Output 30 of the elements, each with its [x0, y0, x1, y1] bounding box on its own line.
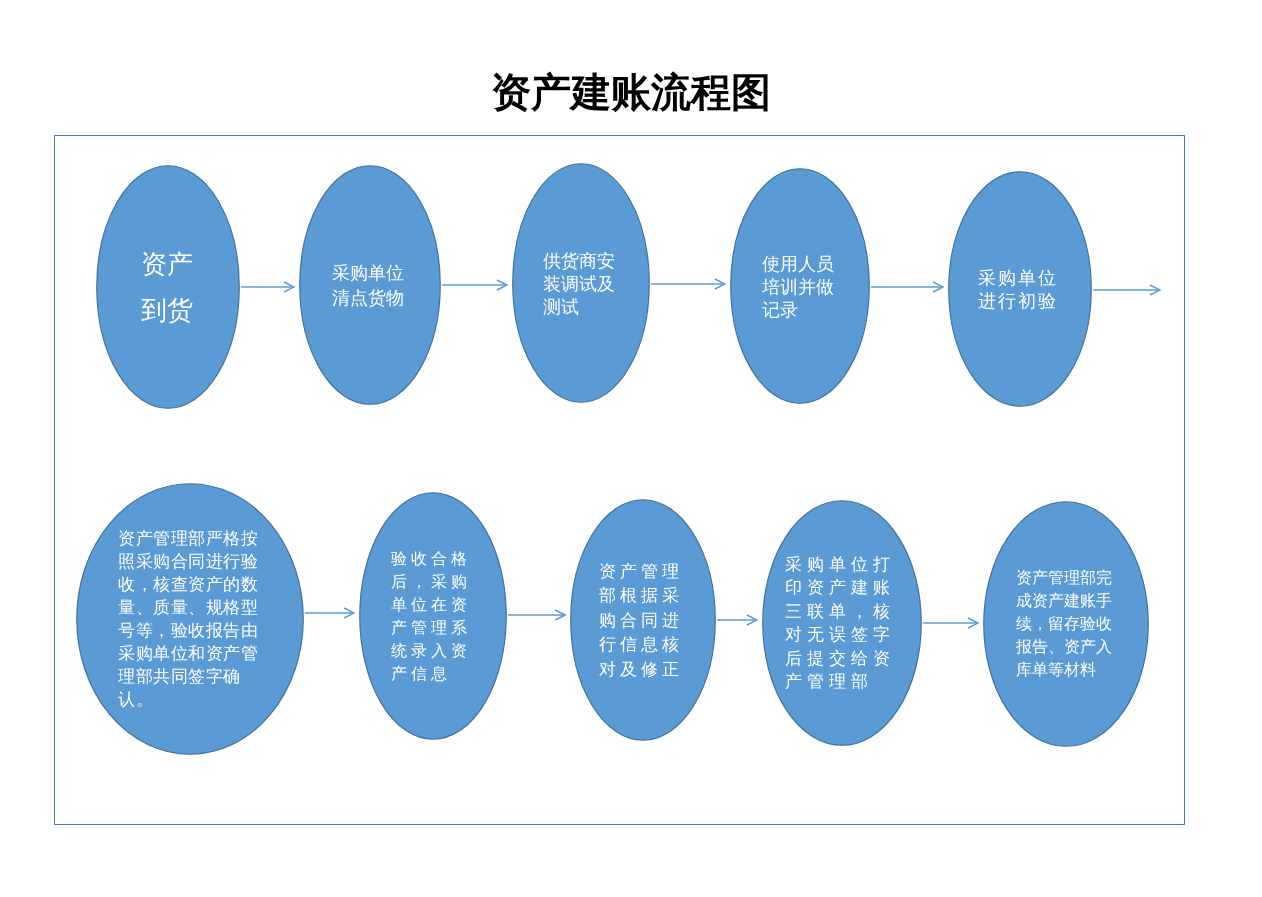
arrow — [1092, 284, 1161, 296]
step-text: 验收合格后，采购单位在资产管理系统录入资产信息 — [391, 548, 472, 685]
step-text: 资产管理部严格按照采购合同进行验收，核查资产的数量、质量、规格型号等，验收报告由采购单位和资产管理部共同签字确认。 — [118, 527, 259, 711]
arrow — [441, 279, 508, 291]
arrow — [922, 617, 979, 629]
process-ellipse — [983, 501, 1149, 747]
process-ellipse — [96, 165, 240, 409]
process-ellipse — [570, 499, 716, 741]
arrow — [304, 607, 355, 619]
process-ellipse — [299, 165, 441, 405]
step-text: 资产管理部完成资产建账手续，留存验收报告、资产入库单等材料 — [1016, 567, 1113, 681]
step-text: 供货商安装调试及测试 — [543, 248, 616, 318]
arrow — [507, 609, 566, 621]
title: 资产建账流程图 — [491, 67, 771, 117]
arrow — [240, 281, 295, 293]
step-text: 采购单位打印资产建账三联单，核对无误签字后提交给资产管理部 — [785, 552, 896, 693]
step-text: 采购单位清点货物 — [332, 261, 405, 310]
process-ellipse — [762, 500, 922, 746]
step-text: 资产到货 — [141, 248, 194, 327]
step-text: 资产管理部根据采购合同进行信息核对及修正 — [599, 559, 684, 681]
process-ellipse — [730, 168, 870, 404]
process-ellipse — [512, 163, 650, 403]
arrow — [650, 278, 726, 290]
process-ellipse — [948, 171, 1092, 407]
step-text: 采购单位进行初验 — [978, 266, 1059, 312]
arrow — [716, 614, 758, 626]
process-ellipse — [76, 483, 304, 755]
arrow — [870, 281, 944, 293]
step-text: 使用人员培训并做记录 — [762, 251, 835, 321]
process-ellipse — [359, 492, 507, 740]
